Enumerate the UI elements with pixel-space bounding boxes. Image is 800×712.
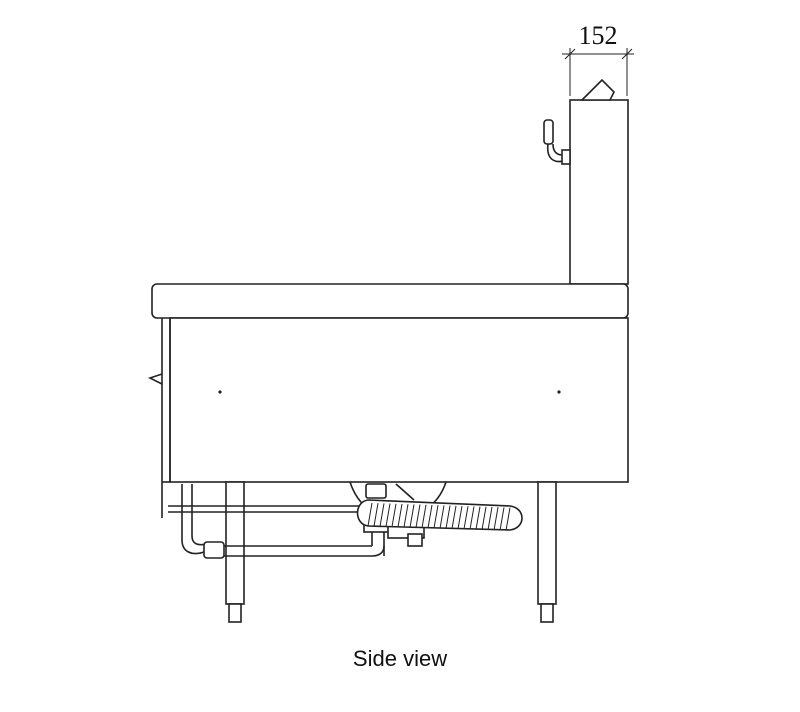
duct-rib (457, 505, 463, 530)
duct-rib (385, 503, 391, 527)
duct-ribs (367, 502, 511, 531)
duct-rib (487, 506, 493, 531)
duct-rib (493, 507, 499, 531)
duct-rib (433, 505, 439, 529)
side-view-drawing: 152 (147, 21, 634, 623)
duct-rib (391, 503, 397, 527)
duct-rib (445, 505, 451, 529)
duct-rib (409, 504, 415, 528)
backsplash (569, 78, 629, 285)
dimension-label: 152 (579, 21, 618, 50)
duct-rib (373, 503, 379, 527)
duct-rib (427, 504, 433, 529)
rivet-left (218, 390, 222, 394)
duct-rib (421, 504, 427, 528)
duct-rib (475, 506, 481, 530)
blower-duct (356, 499, 523, 531)
duct-rib (415, 504, 421, 528)
tick-left (564, 48, 576, 60)
door-handle (147, 373, 163, 385)
diagram-caption: Side view (352, 646, 448, 671)
duct-rib (481, 506, 487, 530)
duct-rib (451, 505, 457, 529)
dimension-annotation: 152 (562, 21, 634, 96)
duct-rib (367, 502, 373, 527)
duct-rib (469, 506, 475, 530)
worktop (151, 283, 629, 319)
duct-rib (397, 503, 403, 528)
duct-rib (379, 503, 385, 527)
backsplash-vent-cap (580, 78, 615, 101)
duct-rib (463, 506, 469, 530)
rivet-right (557, 390, 561, 394)
gas-piping (168, 484, 425, 559)
duct-rib (439, 505, 445, 529)
duct-rib (505, 507, 511, 531)
duct-rib (403, 504, 409, 528)
duct-rib (499, 507, 505, 531)
faucet (543, 119, 571, 165)
tick-right (621, 48, 633, 60)
cabinet-body (147, 317, 629, 518)
